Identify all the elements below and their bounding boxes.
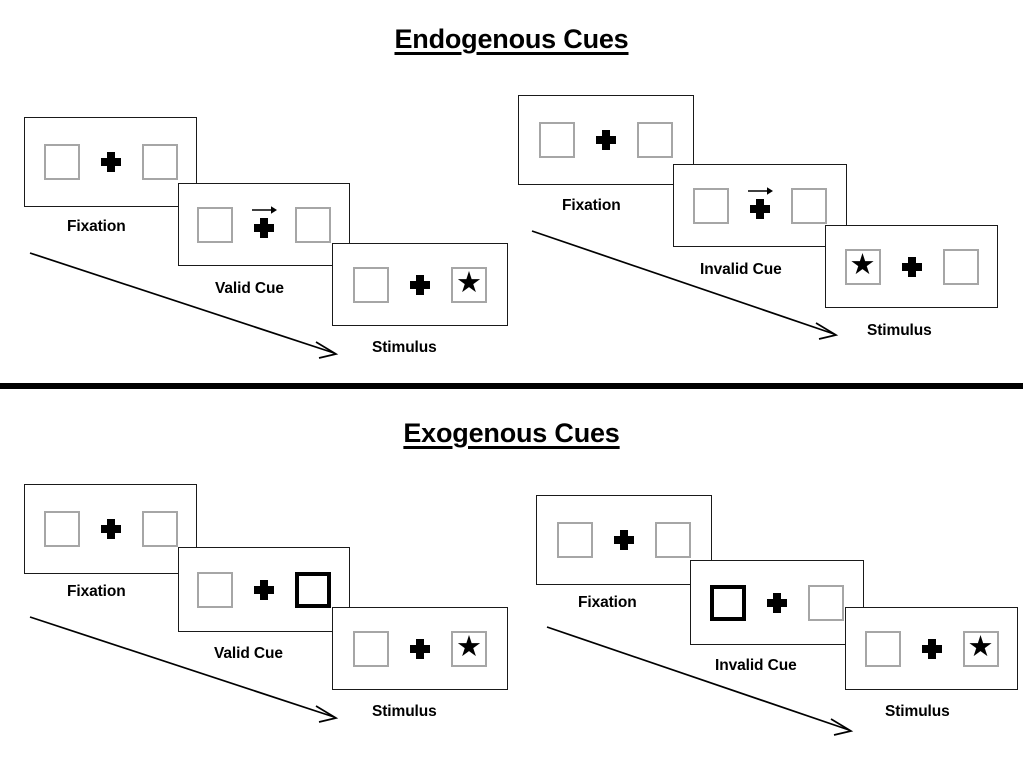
trial-panel-invalid-cue: [673, 164, 847, 247]
placeholder-box-left: [539, 122, 575, 158]
trial-panel-stimulus: ★: [332, 607, 508, 690]
trial-panel-valid-cue: [178, 183, 350, 266]
placeholder-box-right: [791, 187, 827, 224]
panel-label-invalid-cue: Invalid Cue: [700, 261, 782, 278]
panel-content: [674, 165, 846, 246]
section-exogenous: Exogenous Cues Fixation Valid Cue: [0, 392, 1023, 767]
time-progression-arrow-icon: [29, 616, 339, 723]
fixation-cross-icon: [614, 530, 634, 550]
section-title-endogenous: Endogenous Cues: [394, 24, 629, 54]
trial-panel-fixation: [24, 484, 197, 574]
center-stack: [764, 585, 790, 621]
fixation-cross-icon: [901, 256, 922, 277]
fixation-cross-icon: [100, 152, 121, 172]
panel-content: [25, 118, 196, 206]
time-progression-arrow-icon: [531, 230, 839, 340]
center-stack: [251, 572, 277, 608]
panel-label-fixation: Fixation: [67, 583, 126, 600]
fixation-cross-icon: [767, 592, 787, 613]
panel-content: [179, 184, 349, 265]
trial-panel-invalid-cue: [690, 560, 864, 645]
placeholder-box-left: [693, 187, 729, 224]
placeholder-box-left: ★: [844, 248, 881, 285]
panel-label-invalid-cue: Invalid Cue: [715, 657, 797, 674]
center-stack: [593, 122, 619, 158]
panel-content: ★: [826, 226, 997, 307]
center-stack: [251, 205, 277, 243]
placeholder-box-left: [197, 571, 233, 608]
fixation-cross-icon: [100, 519, 121, 539]
panel-content: [25, 485, 196, 573]
fixation-cross-icon: [410, 274, 430, 295]
placeholder-box-left: [557, 522, 593, 558]
placeholder-box-left: [43, 511, 80, 547]
center-stack: [899, 249, 925, 285]
placeholder-box-right: [655, 522, 691, 558]
placeholder-box-right: [295, 206, 331, 243]
fixation-cross-icon: [750, 198, 770, 219]
fixation-cross-icon: [254, 217, 274, 238]
placeholder-box-right: [808, 584, 844, 621]
arrow-right-icon: [252, 205, 277, 214]
placeholder-box-left: [197, 206, 233, 243]
target-star-icon: ★: [456, 631, 482, 663]
placeholder-box-right-cued: [295, 571, 331, 608]
panel-label-stimulus: Stimulus: [372, 703, 437, 720]
section-title-exogenous: Exogenous Cues: [403, 418, 620, 448]
panel-content: ★: [846, 608, 1017, 689]
panel-label-stimulus: Stimulus: [867, 322, 932, 339]
placeholder-box-left: [353, 266, 389, 303]
panel-label-fixation: Fixation: [562, 197, 621, 214]
trial-panel-stimulus: ★: [332, 243, 508, 326]
placeholder-box-right: [141, 144, 178, 180]
placeholder-box-right: [942, 248, 979, 285]
center-stack: [611, 522, 637, 558]
fixation-cross-icon: [410, 638, 430, 659]
placeholder-box-right: [141, 511, 178, 547]
placeholder-box-left-cued: [710, 584, 746, 621]
center-stack: [98, 144, 124, 180]
panel-label-stimulus: Stimulus: [372, 339, 437, 356]
fixation-cross-icon: [596, 130, 616, 150]
placeholder-box-left: [43, 144, 80, 180]
center-stack: [747, 186, 773, 224]
panel-label-fixation: Fixation: [67, 218, 126, 235]
section-divider: [0, 383, 1023, 389]
target-star-icon: ★: [456, 267, 482, 299]
center-stack: [407, 267, 433, 303]
center-stack: [919, 631, 945, 667]
trial-panel-fixation: [24, 117, 197, 207]
placeholder-box-left: [353, 630, 389, 667]
placeholder-box-right: ★: [451, 266, 487, 303]
trial-panel-fixation: [518, 95, 694, 185]
panel-label-valid-cue: Valid Cue: [215, 280, 284, 297]
trial-panel-stimulus: ★: [825, 225, 998, 308]
fixation-cross-icon: [921, 638, 942, 659]
panel-content: [179, 548, 349, 631]
placeholder-box-right: ★: [962, 630, 999, 667]
trial-panel-fixation: [536, 495, 712, 585]
panel-content: ★: [333, 244, 507, 325]
trial-panel-stimulus: ★: [845, 607, 1018, 690]
target-star-icon: ★: [849, 249, 876, 281]
panel-content: ★: [333, 608, 507, 689]
panel-label-valid-cue: Valid Cue: [214, 645, 283, 662]
panel-label-stimulus: Stimulus: [885, 703, 950, 720]
fixation-cross-icon: [254, 579, 274, 600]
panel-content: [691, 561, 863, 644]
time-progression-arrow-icon: [29, 252, 339, 359]
section-endogenous: Endogenous Cues Fixation Valid Cue: [24, 24, 998, 359]
panel-content: [537, 496, 711, 584]
arrow-right-icon: [748, 186, 773, 195]
placeholder-box-left: [864, 630, 901, 667]
panel-content: [519, 96, 693, 184]
time-progression-arrow-icon: [546, 626, 854, 736]
placeholder-box-right: ★: [451, 630, 487, 667]
center-stack: [407, 631, 433, 667]
target-star-icon: ★: [967, 631, 994, 663]
panel-label-fixation: Fixation: [578, 594, 637, 611]
placeholder-box-right: [637, 122, 673, 158]
center-stack: [98, 511, 124, 547]
trial-panel-valid-cue: [178, 547, 350, 632]
